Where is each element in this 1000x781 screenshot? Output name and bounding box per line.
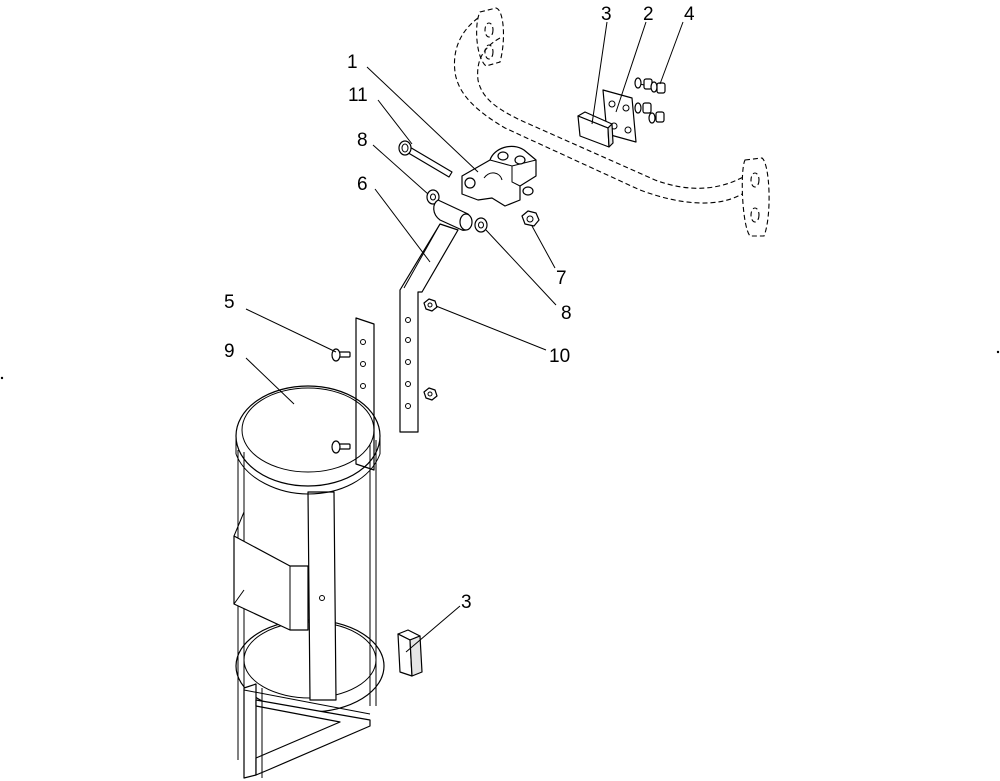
callout-3-top: 3	[601, 4, 612, 25]
edge-mark-left	[0, 376, 4, 380]
clamp-bracket	[461, 145, 537, 207]
callout-8-lower: 8	[561, 303, 572, 324]
screw-set	[634, 77, 666, 124]
long-bolt	[398, 140, 453, 178]
lock-nut-upper	[423, 298, 438, 312]
rubber-pad-lower	[397, 629, 423, 677]
callout-8-upper: 8	[357, 130, 368, 151]
callout-9: 9	[224, 341, 235, 362]
frame-tube-phantom	[453, 7, 770, 237]
support-arm	[399, 199, 473, 433]
lock-nut-lower	[423, 387, 438, 401]
hex-nut	[521, 210, 540, 227]
leader-lines	[245, 21, 684, 653]
edge-mark-right	[996, 350, 1000, 354]
holder-back-strap	[355, 317, 375, 471]
callout-3-lower: 3	[461, 592, 472, 613]
callout-labels: 1 11 8 6 3 2 4 7 8 5 9 10 3	[224, 4, 695, 613]
cylinder-holder-cage	[233, 385, 385, 779]
washer-left	[426, 189, 440, 205]
mounting-bolt-upper	[331, 348, 351, 362]
callout-4: 4	[684, 4, 695, 25]
callout-7: 7	[556, 268, 567, 289]
callout-2: 2	[643, 4, 654, 25]
callout-10: 10	[549, 346, 570, 367]
washer-right	[474, 217, 488, 233]
rubber-pad-top	[577, 111, 614, 148]
callout-5: 5	[224, 292, 235, 313]
callout-1: 1	[347, 52, 358, 73]
callout-11: 11	[348, 85, 368, 106]
callout-6: 6	[357, 174, 368, 195]
mounting-bolt-lower	[331, 440, 351, 454]
